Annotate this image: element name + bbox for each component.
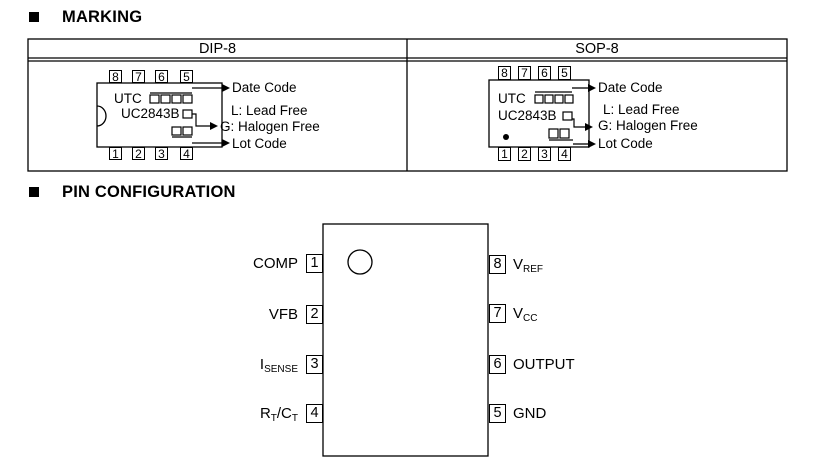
pin-label-vcc-main: V bbox=[513, 305, 524, 322]
pin-label-vfb: VFB bbox=[268, 306, 298, 323]
dip-pin-8: 8 bbox=[109, 70, 122, 83]
pin-number-1: 1 bbox=[306, 254, 323, 273]
pin-number-5: 5 bbox=[489, 404, 506, 423]
dip-header: DIP-8 bbox=[198, 41, 237, 57]
sop-pin-5: 5 bbox=[558, 66, 571, 80]
sop-pin-8: 8 bbox=[498, 66, 511, 80]
sop-pin-6: 6 bbox=[538, 66, 551, 80]
dip-marking-line1: UTC bbox=[114, 91, 142, 106]
pin-label-ct-sub: T bbox=[291, 413, 298, 424]
pin-label-gnd: GND bbox=[513, 405, 547, 422]
dip-pin-1: 1 bbox=[109, 147, 122, 160]
sop-package bbox=[488, 79, 596, 148]
pin-number-2: 2 bbox=[306, 305, 323, 324]
dip-marking-line2: UC2843B bbox=[121, 106, 180, 121]
sop-pin-7: 7 bbox=[518, 66, 531, 80]
dip-halogen-free-label: G: Halogen Free bbox=[220, 119, 320, 134]
pin-label-ct-main: /C bbox=[276, 405, 292, 422]
dip-pin-3: 3 bbox=[155, 147, 168, 160]
section-bullet bbox=[29, 187, 39, 197]
sop-pin-4: 4 bbox=[558, 147, 571, 161]
sop-date-code-label: Date Code bbox=[598, 80, 663, 95]
dip-pin-7: 7 bbox=[132, 70, 145, 83]
pin-label-isense-main: I bbox=[259, 356, 265, 373]
pin-label-output: OUTPUT bbox=[513, 356, 575, 373]
pin-label-comp: COMP bbox=[253, 255, 298, 272]
pin-label-vcc-sub: CC bbox=[523, 313, 538, 324]
sop-marking-line2: UC2843B bbox=[498, 108, 557, 123]
pin-number-8: 8 bbox=[489, 255, 506, 274]
dip-pin-6: 6 bbox=[155, 70, 168, 83]
marking-title: MARKING bbox=[62, 8, 143, 26]
sop-halogen-free-label: G: Halogen Free bbox=[598, 118, 698, 133]
pin-label-isense-sub: SENSE bbox=[264, 364, 298, 375]
marking-table bbox=[27, 38, 788, 172]
pin1-indicator-circle bbox=[347, 249, 373, 275]
pin-label-rt-main: R bbox=[259, 405, 271, 422]
pin-label-rt-ct: RT/CT bbox=[259, 405, 298, 424]
pin-label-vcc: VCC bbox=[513, 305, 538, 324]
dip-pin-5: 5 bbox=[180, 70, 193, 83]
pin-label-vref-sub: REF bbox=[523, 264, 544, 275]
dip-pin-4: 4 bbox=[180, 147, 193, 160]
dip-date-code-label: Date Code bbox=[232, 80, 297, 95]
dip-lead-free-label: L: Lead Free bbox=[231, 103, 308, 118]
sop-lead-free-label: L: Lead Free bbox=[603, 102, 680, 117]
pin-number-6: 6 bbox=[489, 355, 506, 374]
pin-configuration-title: PIN CONFIGURATION bbox=[62, 183, 236, 201]
dip-package bbox=[96, 82, 230, 148]
pin-number-7: 7 bbox=[489, 304, 506, 323]
dip-lot-code-label: Lot Code bbox=[232, 136, 287, 151]
sop-marking-line1: UTC bbox=[498, 91, 526, 106]
dip-pin-2: 2 bbox=[132, 147, 145, 160]
pin-label-isense: ISENSE bbox=[259, 356, 298, 375]
sop-pin-1: 1 bbox=[498, 147, 511, 161]
section-bullet bbox=[29, 12, 39, 22]
sop-pin-2: 2 bbox=[518, 147, 531, 161]
pin-number-3: 3 bbox=[306, 355, 323, 374]
pin-label-vref: VREF bbox=[513, 256, 544, 275]
sop-header: SOP-8 bbox=[575, 41, 619, 57]
sop-lot-code-label: Lot Code bbox=[598, 136, 653, 151]
sop-pin-3: 3 bbox=[538, 147, 551, 161]
pin-label-vref-main: V bbox=[513, 256, 524, 273]
pin-number-4: 4 bbox=[306, 404, 323, 423]
pin-label-rt-sub: T bbox=[270, 413, 277, 424]
